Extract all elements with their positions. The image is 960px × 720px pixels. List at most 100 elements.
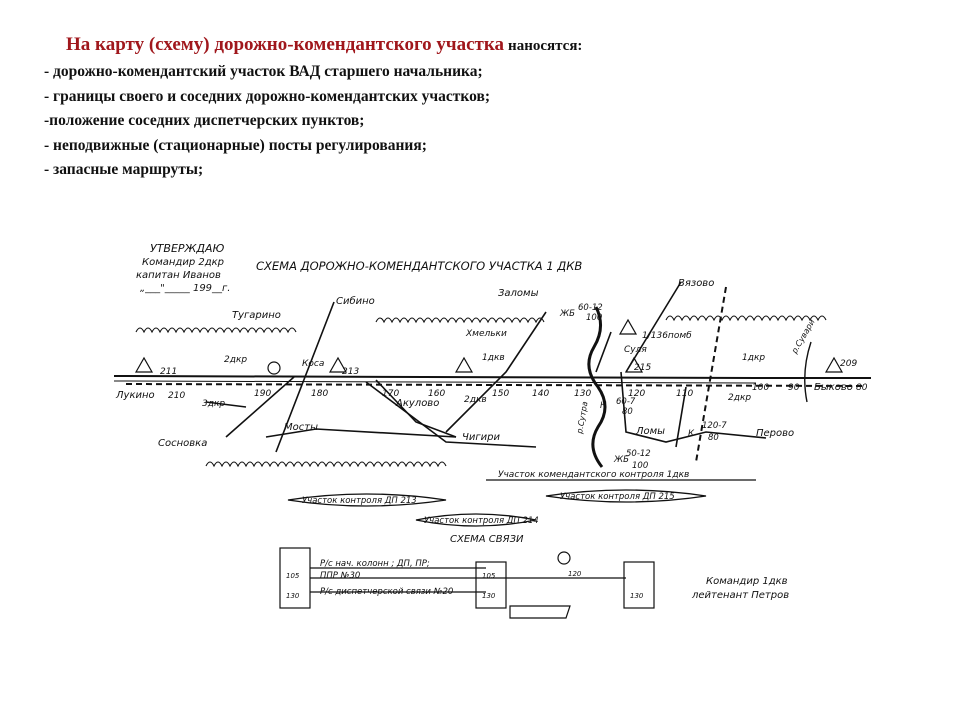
place-label: Акулово: [395, 398, 439, 409]
road-commandant-scheme-map: УТВЕРЖДАЮ Командир 2дкр капитан Иванов „…: [66, 222, 892, 634]
bullet-list: - дорожно-комендантский участок ВАД стар…: [44, 60, 490, 183]
km-label: 211: [160, 367, 177, 377]
map-background: [66, 222, 892, 634]
regulation-post-icon: [267, 361, 281, 375]
approval-line: Командир 2дкр: [142, 257, 224, 268]
place-label: Сосновка: [158, 438, 207, 449]
zone-ellipse: [545, 489, 707, 503]
zone-label: Участок контроля ДП 215: [560, 492, 675, 502]
slide-title: На карту (схему) дорожно-комендантского …: [66, 34, 582, 56]
km-label: 213: [342, 367, 359, 377]
unit-label: 1/136помб: [642, 331, 692, 341]
km-label: 130: [574, 389, 591, 399]
zone-label: Участок контроля ДП 214: [424, 516, 539, 526]
approval-line: УТВЕРЖДАЮ: [150, 242, 225, 255]
unit-label: 2дкв: [464, 395, 487, 405]
comms-post-box: [623, 561, 655, 609]
comms-station: 130: [482, 592, 496, 600]
comms-station: 105: [482, 572, 496, 580]
river-line: [804, 341, 812, 403]
comms-title: СХЕМА СВЯЗИ: [450, 534, 524, 545]
unit-label: 1дкр: [742, 353, 765, 363]
km-label: 120: [628, 389, 645, 399]
place-label: Перово: [756, 428, 794, 439]
km-label: 180: [311, 389, 328, 399]
km-label: 80: [856, 383, 868, 393]
comms-station: 120: [568, 570, 582, 578]
bullet-item: - дорожно-комендантский участок ВАД стар…: [44, 63, 483, 80]
boundary-lines: [125, 286, 867, 463]
bridge-label: 80: [708, 433, 719, 443]
km-label: 160: [428, 389, 445, 399]
place-label: Быково: [814, 382, 853, 393]
bridge-label: Н: [600, 401, 607, 411]
title-tail: наносятся:: [508, 38, 583, 54]
regulation-post-icon: [557, 551, 571, 565]
post-triangle-icon: [328, 356, 348, 373]
side-roads: [205, 281, 767, 453]
km-label: 90: [788, 383, 800, 393]
bridge-label: ЖБ: [613, 455, 629, 465]
km-label: 150: [492, 389, 509, 399]
bridge-label: 120-7: [702, 421, 727, 431]
post-triangle-icon: [824, 356, 844, 373]
km-markers: 210 190 180 170 160 150 140 130 120 110 …: [160, 359, 868, 401]
bridge-label: К: [688, 429, 695, 439]
km-label: 215: [634, 363, 651, 373]
place-label: Лукино: [115, 390, 155, 401]
place-label: Суля: [624, 345, 647, 355]
bridge-label: 100: [586, 313, 602, 323]
bridge-label: 60-12: [578, 303, 603, 313]
place-label: Чигири: [462, 432, 500, 443]
comms-station: 130: [286, 592, 300, 600]
comms-station: 105: [286, 572, 300, 580]
bullet-item: - границы своего и соседних дорожно-коме…: [44, 87, 491, 105]
map-title: СХЕМА ДОРОЖНО-КОМЕНДАНТСКОГО УЧАСТКА 1 Д…: [256, 259, 582, 273]
forest-top: [135, 315, 827, 334]
title-main: На карту (схему) дорожно-комендантского …: [66, 34, 505, 55]
place-label: Мосты: [284, 422, 318, 433]
place-label: Хмельки: [465, 329, 507, 339]
bridge-label: 50-12: [626, 449, 651, 459]
forest-bottom: [205, 461, 447, 468]
bridge-labels: ЖБ 60-12 100 Н 60-7 80 К 120-7 80 ЖБ 50-…: [559, 303, 727, 471]
unit-label: 2дкр: [224, 355, 247, 365]
km-label: 209: [840, 359, 857, 369]
bridge-label: 60-7: [616, 397, 636, 407]
river-line: [587, 306, 607, 468]
comms-text: Р/с диспетчерской связи №20: [320, 587, 453, 597]
zone-label: Участок контроля ДП 213: [302, 496, 417, 506]
comms-text: ППР №30: [320, 571, 360, 581]
km-label: 210: [168, 391, 185, 401]
zone-ellipse: [287, 493, 447, 507]
place-label: Ломы: [635, 426, 665, 437]
place-label: Вязово: [678, 278, 714, 289]
post-triangle-icon: [618, 318, 638, 335]
main-road: [113, 375, 871, 384]
post-triangle-icon: [454, 356, 474, 373]
post-markers: [134, 318, 844, 375]
km-label: 190: [254, 389, 271, 399]
comms-diagram: [279, 547, 655, 619]
comms-post-box: [475, 561, 507, 609]
unit-label: 1дкв: [482, 353, 505, 363]
km-label: 170: [382, 389, 399, 399]
km-label: 100: [752, 383, 769, 393]
place-label: Коса: [302, 359, 324, 369]
place-label: Заломы: [498, 288, 539, 299]
bullet-item: - неподвижные (стационарные) посты регул…: [44, 136, 427, 154]
comms-text: Р/с нач. колонн ; ДП, ПР;: [320, 559, 430, 569]
bullet-item: -положение соседних диспетчерских пункто…: [44, 112, 365, 129]
unit-label: 2дкр: [728, 393, 751, 403]
bullet-item: - запасные маршруты;: [44, 161, 204, 178]
zone-brackets: [287, 479, 756, 527]
place-label: Сибино: [336, 295, 375, 307]
approval-line: „___"_____ 199__г.: [140, 283, 230, 294]
signature-line: лейтенант Петров: [691, 590, 789, 601]
post-triangle-icon: [134, 356, 154, 373]
bridge-label: 80: [622, 407, 633, 417]
vehicle-icon: [509, 605, 571, 619]
signature-line: Командир 1дкв: [706, 576, 788, 587]
post-triangle-icon: [624, 356, 644, 373]
bridge-label: ЖБ: [559, 309, 575, 319]
